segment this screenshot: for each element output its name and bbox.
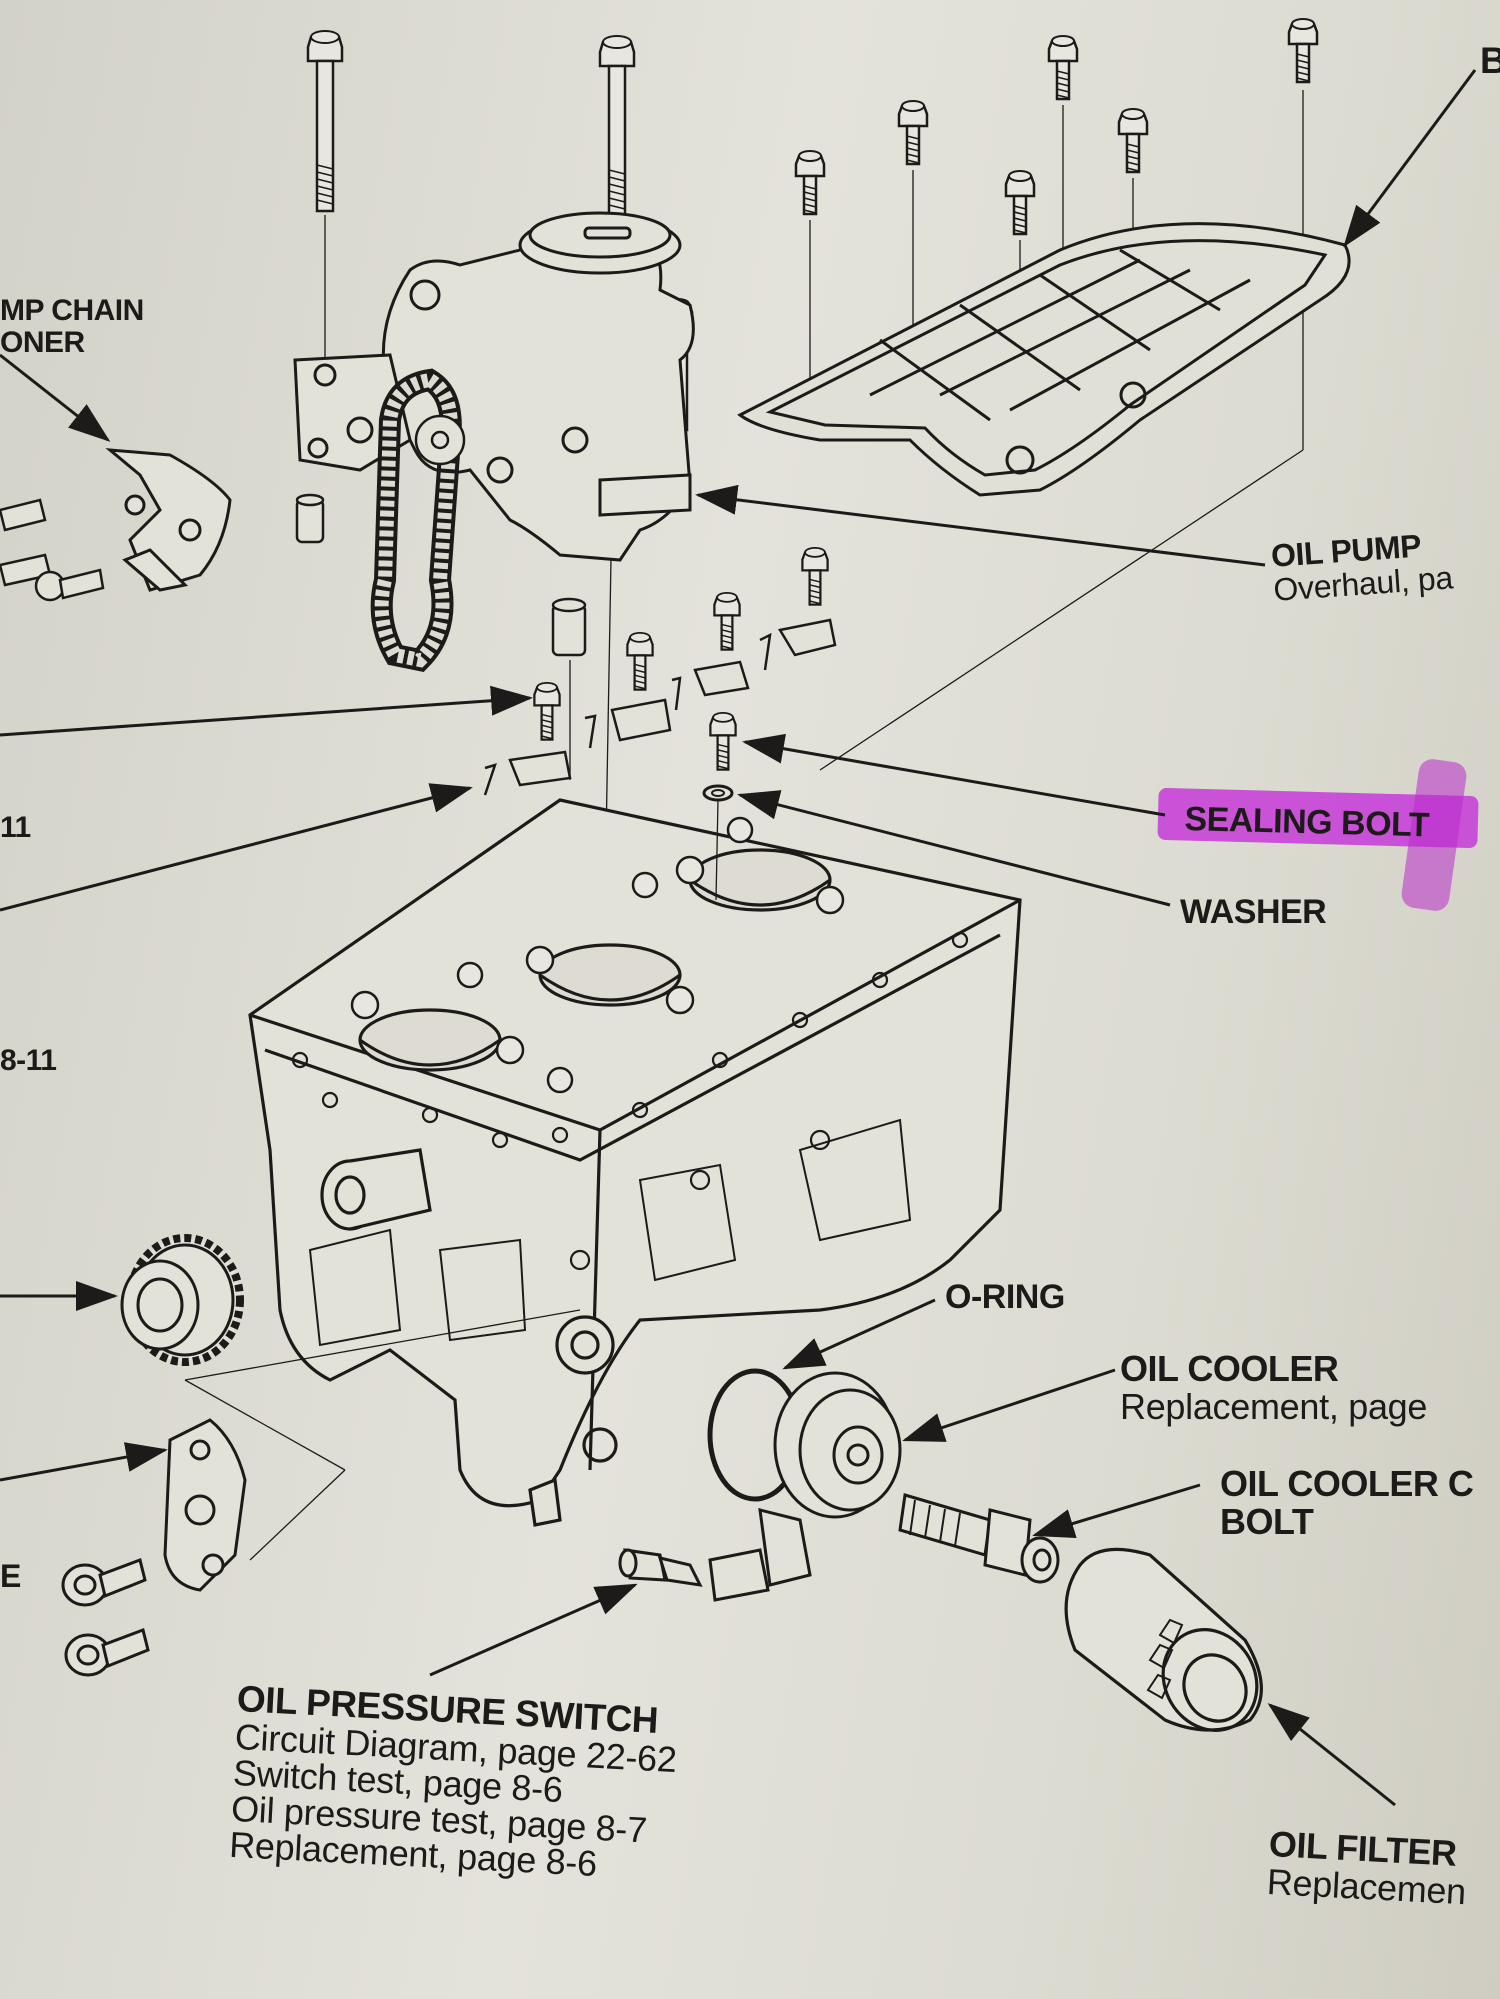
label-sealing-bolt: SEALING BOLT bbox=[1184, 800, 1430, 845]
oil-filter-icon bbox=[1064, 1547, 1263, 1732]
label-oil-filter: OIL FILTER Replacemen bbox=[1265, 1823, 1467, 1913]
callout-arrows bbox=[0, 69, 1477, 1807]
bolt-icon bbox=[626, 631, 654, 691]
label-o-ring: O-RING bbox=[945, 1278, 1065, 1316]
washer-icon bbox=[702, 784, 734, 802]
chain-icon bbox=[370, 368, 466, 672]
bolt-icon bbox=[1047, 34, 1079, 101]
label-oil-pressure-switch: OIL PRESSURE SWITCH Circuit Diagram, pag… bbox=[228, 1678, 678, 1884]
chain-tensioner bbox=[105, 448, 232, 592]
label-oil-pump: OIL PUMP Overhaul, pa bbox=[1269, 527, 1454, 608]
label-washer: WASHER bbox=[1180, 893, 1327, 931]
bolt-icon bbox=[1117, 107, 1149, 174]
dowel-pin bbox=[295, 493, 587, 657]
label-page-ref-8-11: 8-11 bbox=[0, 1044, 57, 1077]
oil-pressure-switch-part bbox=[618, 1548, 703, 1587]
bearing-cap-brackets bbox=[483, 618, 837, 796]
bolt-icon bbox=[598, 34, 636, 218]
gear-icon bbox=[120, 1234, 244, 1366]
bolt-icon bbox=[794, 149, 826, 216]
label-b: B bbox=[1480, 40, 1500, 81]
engine-block bbox=[248, 798, 1022, 1527]
oil-pump bbox=[381, 211, 695, 562]
label-oil-cooler-bolt: OIL COOLER C BOLT bbox=[1220, 1463, 1474, 1542]
bolt-icon bbox=[0, 498, 105, 602]
label-page-ref-11: 11 bbox=[0, 811, 31, 844]
label-e: E bbox=[0, 1558, 21, 1594]
bolt-icon bbox=[709, 711, 737, 771]
oil-cooler-icon bbox=[707, 1368, 902, 1602]
bolt-icon bbox=[61, 1558, 150, 1677]
bolt-icon bbox=[801, 546, 829, 606]
bolt-icon bbox=[897, 99, 929, 166]
label-pump-chain-tensioner: MP CHAIN ONER bbox=[0, 294, 144, 359]
engine-mount-bracket bbox=[163, 1418, 247, 1592]
baffle-plate bbox=[737, 222, 1351, 497]
bolt-icon bbox=[1004, 169, 1036, 236]
bolt-icon bbox=[533, 681, 561, 741]
oil-cooler-bolt bbox=[898, 1493, 1060, 1584]
bolt-icon bbox=[306, 29, 344, 213]
bolt-icon bbox=[1287, 17, 1319, 84]
bolt-icon bbox=[713, 591, 741, 651]
label-oil-cooler: OIL COOLER Replacement, page bbox=[1120, 1348, 1428, 1427]
